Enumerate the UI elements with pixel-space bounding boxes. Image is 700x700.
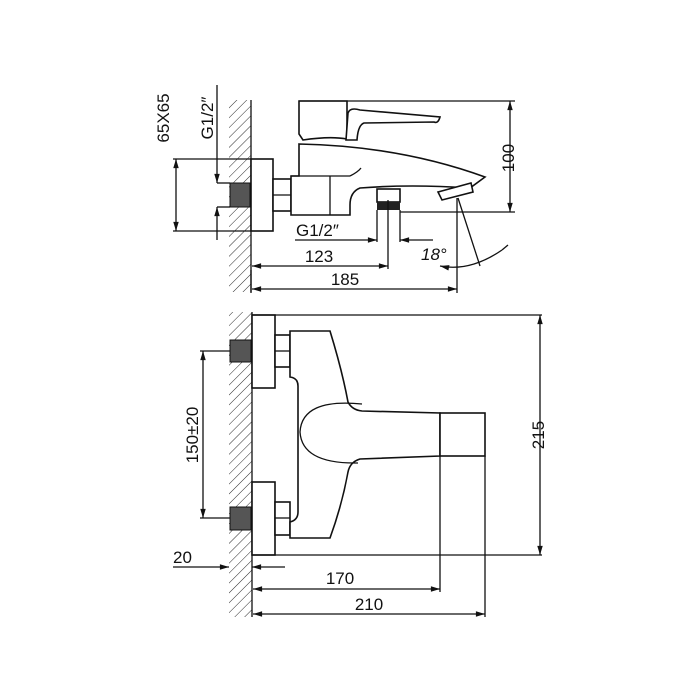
mixer-body-top	[289, 330, 441, 539]
dim-lever-reach-label: 170	[326, 569, 354, 588]
dim-flange-label: 65X65	[154, 93, 173, 142]
dim-angle-label: 18°	[421, 245, 447, 264]
flange-bottom	[251, 481, 276, 556]
angle-arc	[439, 249, 503, 271]
dim-total-depth-label: 210	[355, 595, 383, 614]
top-view: 215 150±20 20 170 210	[173, 312, 548, 617]
dim-inlet-spacing-label: 150±20	[183, 407, 202, 464]
lever-handle-side	[345, 108, 442, 141]
thread-inlet-bottom	[229, 506, 252, 531]
thread-inlet-side	[229, 182, 251, 208]
spout-crease	[349, 167, 362, 177]
lever-hump	[299, 402, 363, 464]
angle-arc-tail	[501, 244, 509, 251]
flange-side	[250, 158, 274, 232]
wall-hatch-top	[229, 312, 252, 617]
cartridge-top	[298, 100, 348, 141]
dim-outlet-distance-label: 123	[305, 247, 333, 266]
dim-total-width-label: 215	[529, 421, 548, 449]
lever-end	[439, 412, 486, 457]
spout-body	[290, 143, 487, 216]
aerator	[436, 182, 474, 201]
thread-inlet-top	[229, 339, 252, 363]
dim-inlet-thread-label: G1/2″	[198, 97, 217, 140]
side-view: 100 65X65 G1/2″ G1/2″ 123 185 18°	[154, 85, 518, 293]
dim-wall-offset-label: 20	[173, 548, 192, 567]
dim-height-label: 100	[499, 144, 518, 172]
flange-top	[251, 314, 276, 389]
angle-line	[457, 197, 481, 267]
dim-outlet-thread-label: G1/2″	[296, 221, 339, 240]
dim-spout-length-label: 185	[331, 270, 359, 289]
